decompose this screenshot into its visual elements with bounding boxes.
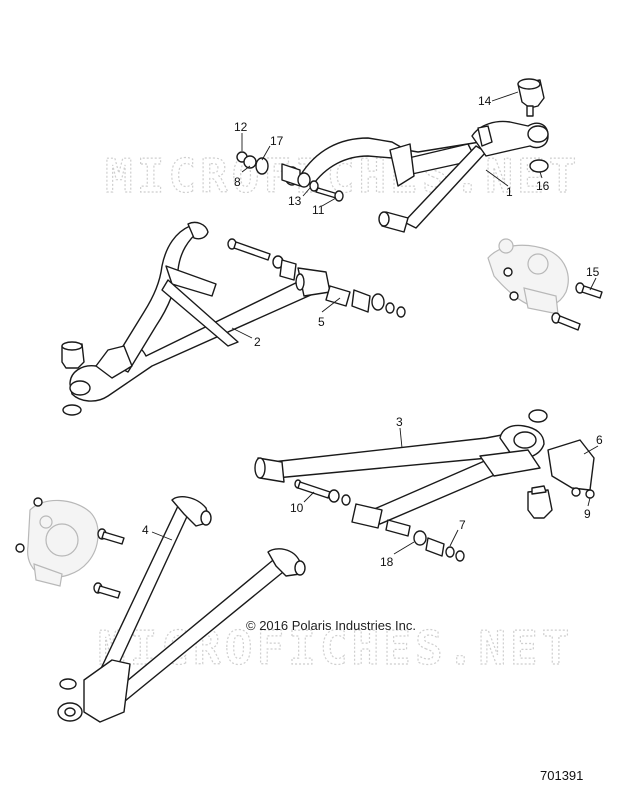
callout-12: 12 <box>234 120 248 134</box>
hardware-arm1-front <box>236 151 344 202</box>
callout-18: 18 <box>380 555 394 569</box>
knuckle-left-ghost <box>27 499 99 587</box>
ball-joint-14 <box>517 78 545 117</box>
control-arm-4 <box>57 496 306 723</box>
knuckle-bolts-left <box>15 497 125 599</box>
callout-4: 4 <box>142 523 149 537</box>
copyright-text: © 2016 Polaris Industries Inc. <box>246 618 416 633</box>
hardware-9 <box>571 487 595 499</box>
callout-13: 13 <box>288 194 302 208</box>
callout-11: 11 <box>312 203 325 217</box>
ball-joint-arm2 <box>61 341 85 369</box>
knuckle-bolts-right <box>503 267 603 331</box>
callout-16: 16 <box>536 179 550 193</box>
shield-6 <box>547 439 595 491</box>
snap-ring-arm3 <box>528 409 548 423</box>
callout-6: 6 <box>596 433 603 447</box>
ball-joint-arm3 <box>527 485 553 519</box>
callout-2: 2 <box>254 335 261 349</box>
callout-8: 8 <box>234 175 241 189</box>
callout-3: 3 <box>396 415 403 429</box>
snap-ring-arm4 <box>59 678 77 690</box>
callout-9: 9 <box>584 507 591 521</box>
knuckle-right-ghost <box>487 238 569 315</box>
callout-15: 15 <box>586 265 600 279</box>
hardware-arm2 <box>227 238 406 318</box>
snap-ring-16 <box>529 159 549 173</box>
callout-1: 1 <box>506 185 513 199</box>
snap-ring-arm2 <box>62 404 82 416</box>
callout-7: 7 <box>459 518 466 532</box>
callout-14: 14 <box>478 94 492 108</box>
control-arm-2 <box>69 221 331 402</box>
diagram-number: 701391 <box>540 768 583 783</box>
callout-10: 10 <box>290 501 304 515</box>
leader-lines <box>151 91 599 555</box>
callout-17: 17 <box>270 134 284 148</box>
control-arm-3 <box>254 424 545 529</box>
hardware-arm3 <box>294 479 465 562</box>
callout-5: 5 <box>318 315 325 329</box>
control-arm-1 <box>284 120 549 233</box>
